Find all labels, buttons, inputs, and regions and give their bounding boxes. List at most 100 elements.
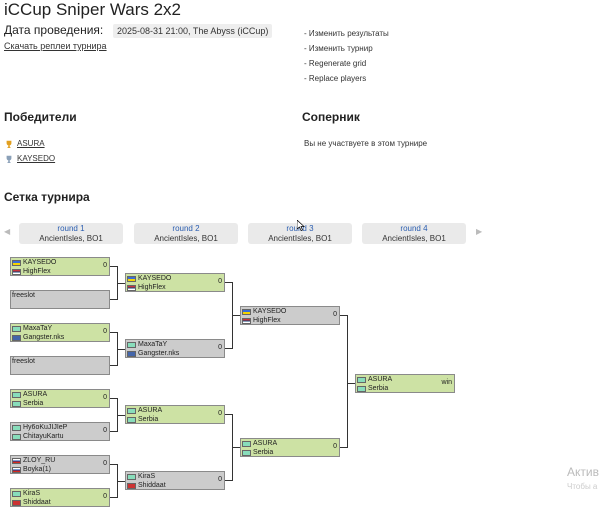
r2-match-2[interactable]: MaxaTaY Gangster.nks 0 — [125, 339, 225, 358]
round-1-name: round 1 — [57, 224, 85, 233]
opponent-title: Соперник — [302, 110, 360, 124]
replace-players-label: - Replace players — [304, 74, 367, 83]
activation-watermark-text: Чтобы а — [567, 482, 598, 491]
round-1-header[interactable]: round 1 AncientIsles, BO1 — [19, 223, 123, 244]
r1-m1-player-2: HighFlex — [12, 267, 51, 276]
edit-tournament-link[interactable]: - Изменить турнир — [304, 44, 373, 53]
r1-m3-player-2: Gangster.nks — [12, 333, 64, 342]
team-flag-icon — [242, 308, 251, 315]
date-value: 2025-08-31 21:00, The Abyss (iCCup) — [113, 24, 273, 38]
r1-m8-player-2: Shiddaat — [12, 498, 51, 507]
r1-match-4[interactable]: freeslot — [10, 356, 110, 375]
r1-match-7[interactable]: ZLOY_RU Boyka(1) 0 — [10, 455, 110, 474]
team-flag-icon — [12, 268, 21, 275]
match-score: 0 — [218, 410, 222, 417]
r1-m7-player-1: ZLOY_RU — [12, 456, 55, 465]
player-name: KiraS — [23, 490, 41, 497]
download-replays-link[interactable]: Скачать реплеи турнира — [4, 41, 107, 51]
match-score: 0 — [218, 476, 222, 483]
team-flag-icon — [12, 466, 21, 473]
match-score: 0 — [218, 278, 222, 285]
r2-match-3[interactable]: ASURA Serbia 0 — [125, 405, 225, 424]
r1-match-8[interactable]: KiraS Shiddaat 0 — [10, 488, 110, 507]
bracket-prev-arrow-icon[interactable]: ◀ — [4, 227, 11, 236]
round-2-header[interactable]: round 2 AncientIsles, BO1 — [134, 223, 238, 244]
player-name: Gangster.nks — [138, 350, 180, 357]
winners-title: Победители — [4, 110, 77, 124]
bracket-next-arrow-icon[interactable]: ▶ — [476, 227, 483, 236]
player-name: Shiddaat — [138, 482, 166, 489]
bracket-connector — [110, 266, 118, 300]
edit-results-link[interactable]: - Изменить результаты — [304, 29, 389, 38]
bracket-connector — [110, 464, 118, 498]
team-flag-icon — [12, 433, 21, 440]
bracket-connector — [233, 315, 240, 316]
replace-players-link[interactable]: - Replace players — [304, 74, 366, 83]
opponent-text: Вы не участвуете в этом турнире — [304, 139, 428, 148]
player-name: MaxaTaY — [23, 325, 53, 332]
team-flag-icon — [127, 416, 136, 423]
r1-match-5[interactable]: ASURA Serbia 0 — [10, 389, 110, 408]
page-title: iCCup Sniper Wars 2x2 — [4, 0, 181, 19]
match-score: 0 — [333, 311, 337, 318]
player-name: Serbia — [23, 400, 44, 407]
mouse-cursor-icon — [297, 220, 305, 231]
round-2-format: AncientIsles, BO1 — [154, 234, 218, 243]
round-4-header[interactable]: round 4 AncientIsles, BO1 — [362, 223, 466, 244]
team-flag-icon — [12, 325, 21, 332]
player-name: KAYSEDO — [253, 308, 287, 315]
bracket-connector — [118, 415, 125, 416]
team-flag-icon — [12, 457, 21, 464]
bracket-connector — [110, 332, 118, 366]
edit-tournament-label: - Изменить турнир — [304, 44, 373, 53]
player-name: Hy6oKuJIJIeP — [23, 424, 68, 431]
r3-m1-player-2: HighFlex — [242, 316, 281, 325]
bracket-title: Сетка турнира — [4, 190, 90, 204]
team-flag-icon — [127, 284, 136, 291]
team-flag-icon — [12, 334, 21, 341]
r3-m1-player-1: KAYSEDO — [242, 307, 286, 316]
bracket-connector — [110, 398, 118, 432]
r3-match-2[interactable]: ASURA Serbia 0 — [240, 438, 340, 457]
player-name: freeslot — [12, 358, 35, 365]
r1-match-2[interactable]: freeslot — [10, 290, 110, 309]
team-flag-icon — [12, 391, 21, 398]
regenerate-grid-label: - Regenerate grid — [304, 59, 367, 68]
r1-m6-player-2: ChitayuKartu — [12, 432, 63, 441]
player-name: Boyka(1) — [23, 466, 52, 473]
team-flag-icon — [127, 407, 136, 414]
round-1-format: AncientIsles, BO1 — [39, 234, 103, 243]
r1-match-3[interactable]: MaxaTaY Gangster.nks 0 — [10, 323, 110, 342]
round-4-name: round 4 — [400, 224, 428, 233]
team-flag-icon — [12, 400, 21, 407]
winner-1-name[interactable]: ASURA — [17, 139, 45, 148]
player-name: KAYSEDO — [23, 259, 57, 266]
r1-m5-player-1: ASURA — [12, 390, 47, 399]
player-name: ASURA — [138, 407, 163, 414]
player-name: Serbia — [368, 385, 389, 392]
winner-2: KAYSEDO — [5, 154, 55, 163]
team-flag-icon — [12, 259, 21, 266]
team-flag-icon — [127, 482, 136, 489]
r1-m1-player-1: KAYSEDO — [12, 258, 56, 267]
player-name: KAYSEDO — [138, 275, 172, 282]
r3-match-1[interactable]: KAYSEDO HighFlex 0 — [240, 306, 340, 325]
match-score: 0 — [333, 443, 337, 450]
team-flag-icon — [127, 473, 136, 480]
team-flag-icon — [357, 376, 366, 383]
winner-2-name[interactable]: KAYSEDO — [17, 154, 56, 163]
player-name: freeslot — [12, 292, 35, 299]
team-flag-icon — [357, 385, 366, 392]
r2-match-1[interactable]: KAYSEDO HighFlex 0 — [125, 273, 225, 292]
team-flag-icon — [127, 341, 136, 348]
r2-match-4[interactable]: KiraS Shiddaat 0 — [125, 471, 225, 490]
team-flag-icon — [127, 350, 136, 357]
match-score: 0 — [103, 328, 107, 335]
r1-match-1[interactable]: KAYSEDO HighFlex 0 — [10, 257, 110, 276]
winner-1: ASURA — [5, 139, 45, 148]
regenerate-grid-link[interactable]: - Regenerate grid — [304, 59, 366, 68]
r4-match-1[interactable]: ASURA Serbia win — [355, 374, 455, 393]
r4-m1-player-2: Serbia — [357, 384, 388, 393]
r1-match-6[interactable]: Hy6oKuJIJIeP ChitayuKartu 0 — [10, 422, 110, 441]
r1-m7-player-2: Boyka(1) — [12, 465, 51, 474]
